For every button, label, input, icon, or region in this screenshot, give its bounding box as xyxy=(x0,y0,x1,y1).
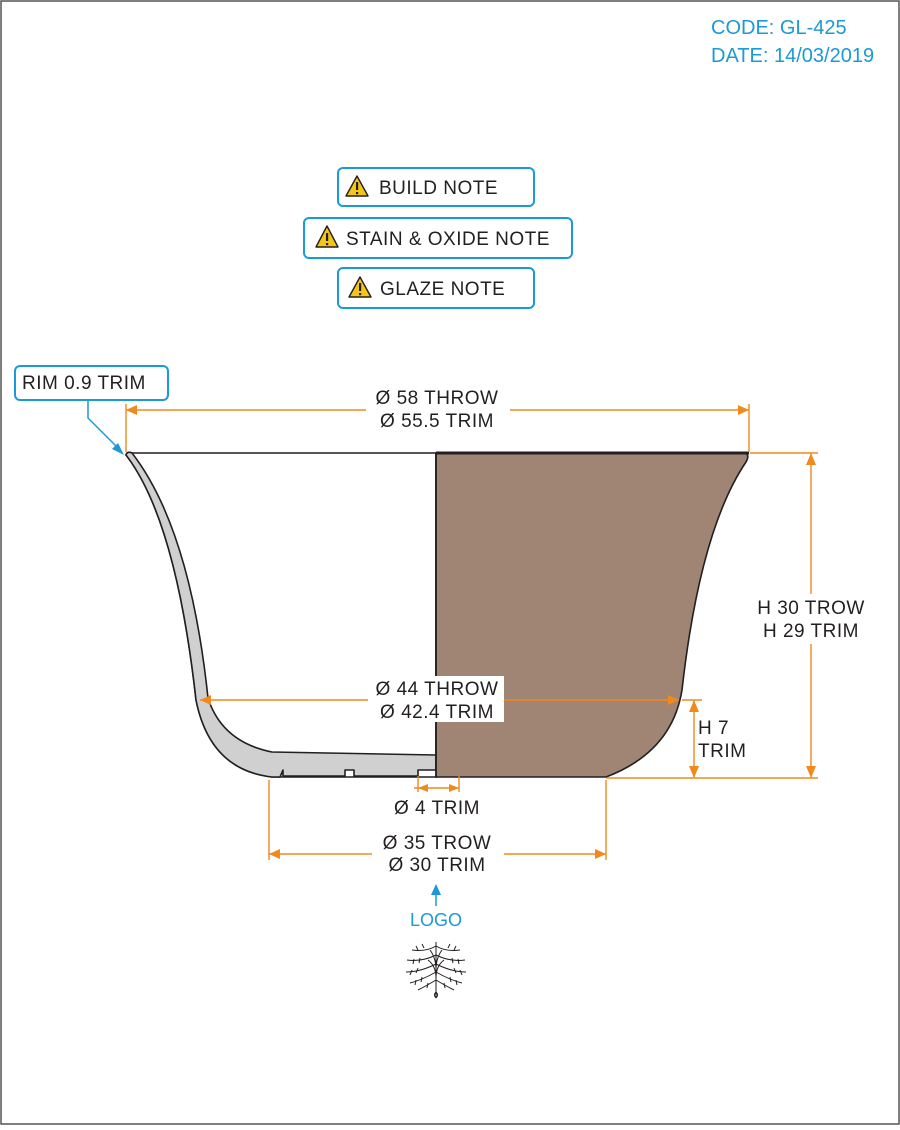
warning-icon xyxy=(348,276,372,298)
top-diameter-trim: Ø 55.5 TRIM xyxy=(380,411,494,432)
height-throw: H 30 TROW xyxy=(757,598,865,619)
foot-hole-dimension: Ø 4 TRIM xyxy=(394,776,480,819)
top-diameter-throw: Ø 58 THROW xyxy=(376,388,499,409)
mid-diameter-trim: Ø 42.4 TRIM xyxy=(380,702,494,723)
warning-icon xyxy=(315,225,339,248)
build-note-label: BUILD NOTE xyxy=(379,178,498,199)
height-dimension: H 30 TROW H 29 TRIM xyxy=(606,452,870,779)
logo-callout: LOGO xyxy=(410,884,462,930)
mid-diameter-throw: Ø 44 THROW xyxy=(376,679,499,700)
drawing-date: DATE: 14/03/2019 xyxy=(711,45,874,67)
foot-height-trim: TRIM xyxy=(698,741,746,762)
tree-logo-icon xyxy=(405,942,467,999)
foot-height-label: H 7 xyxy=(698,718,729,739)
rim-callout: RIM 0.9 TRIM xyxy=(14,365,169,455)
height-trim: H 29 TRIM xyxy=(763,621,859,642)
base-diameter-trim: Ø 30 TRIM xyxy=(388,855,485,876)
glaze-note-button[interactable]: GLAZE NOTE xyxy=(337,267,535,309)
build-note-button[interactable]: BUILD NOTE xyxy=(337,167,535,207)
glaze-note-label: GLAZE NOTE xyxy=(380,279,505,300)
base-diameter-dimension: Ø 35 TROW Ø 30 TRIM xyxy=(268,780,607,876)
foot-hole-label: Ø 4 TRIM xyxy=(394,798,480,819)
mid-diameter-dimension: Ø 44 THROW Ø 42.4 TRIM xyxy=(200,676,679,723)
pot-cross-section xyxy=(125,451,438,778)
warning-icon xyxy=(345,175,369,197)
logo-label: LOGO xyxy=(410,910,462,930)
drawing-code: CODE: GL-425 xyxy=(711,17,847,39)
foot-height-dimension: H 7 TRIM xyxy=(682,699,746,778)
top-diameter-dimension: Ø 58 THROW Ø 55.5 TRIM xyxy=(125,384,750,452)
stain-oxide-note-label: STAIN & OXIDE NOTE xyxy=(346,229,550,250)
stain-oxide-note-button[interactable]: STAIN & OXIDE NOTE xyxy=(303,217,573,259)
base-diameter-throw: Ø 35 TROW xyxy=(383,833,492,854)
rim-callout-label: RIM 0.9 TRIM xyxy=(22,373,146,394)
